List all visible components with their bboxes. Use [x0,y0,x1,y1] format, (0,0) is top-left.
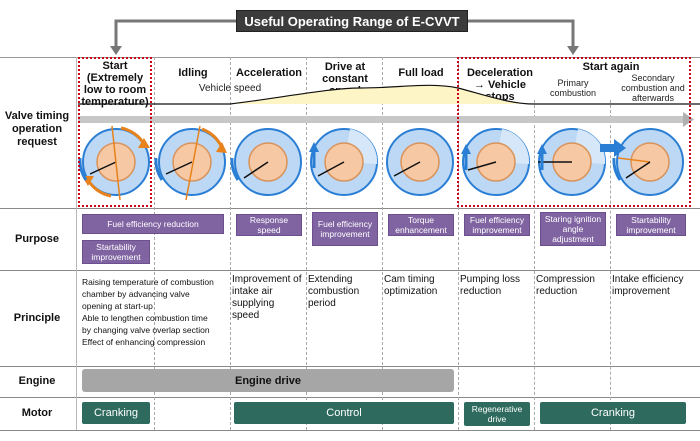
highlight-start-again [457,57,691,207]
grid-row3 [0,366,700,367]
diagram-title: Useful Operating Range of E-CVVT [236,10,468,32]
grid-col0 [76,57,77,430]
valve-timing-disc-icon [230,128,302,196]
valve-timing-disc-icon [154,125,227,201]
purpose-staring-ignition: Staring ignition angle adjustment [540,212,606,246]
principle-primary: Compression reduction [536,274,595,297]
motor-cranking: Cranking [82,402,150,424]
principle-full-load: Cam timing optimization [384,274,438,297]
valve-timing-disc-icon [461,128,530,196]
motor-regenerative-drive: Regenerative drive [464,402,530,426]
principle-decel: Pumping loss reduction [460,274,521,297]
valve-timing-disc-icon [78,125,150,201]
grid-bottom [0,430,700,431]
motor-control: Control [234,402,454,424]
valve-timing-disc-icon [386,128,454,196]
principle-start: Raising temperature of combustion chambe… [82,277,214,347]
principle-acceleration: Improvement of intake air supplying spee… [232,274,302,321]
vehicle-speed-label: Vehicle speed [198,83,262,94]
grid-col6 [534,100,535,430]
grid-col3 [306,57,307,430]
col-acceleration: Acceleration [235,67,303,79]
grid-row4 [0,397,700,398]
row-label-purpose: Purpose [14,233,59,245]
valve-timing-graphics [78,84,700,201]
col-start-again: Start again [582,61,640,73]
grid-col1 [154,57,155,430]
col-secondary: Secondary combustion and afterwards [621,73,685,103]
row-label-engine: Engine [18,375,56,387]
grid-col7 [610,100,611,430]
grid-row1 [0,208,700,209]
purpose-torque-enhancement: Torque enhancement [388,214,454,236]
grid-col2 [230,57,231,430]
grid-top [0,57,700,58]
row-label-motor: Motor [21,407,53,419]
principle-secondary: Intake efficiency improvement [612,274,684,297]
col-primary: Primary combustion [549,78,597,98]
col-idling: Idling [178,67,208,79]
principle-drive: Extending combustion period [308,274,360,309]
grid-col5 [458,57,459,430]
engine-drive-bar: Engine drive [82,369,454,392]
purpose-startability-2: Startability improvement [616,214,686,236]
purpose-fuel-efficiency-improvement-2: Fuel efficiency improvement [464,214,530,236]
purpose-fuel-efficiency-improvement: Fuel efficiency improvement [312,212,378,246]
motor-cranking-2: Cranking [540,402,686,424]
rotation-arrow-icon [600,139,626,157]
highlight-start [78,57,152,207]
row-label-principle: Principle [13,312,61,324]
col-start: Start (Extremely low to room temperature… [81,60,149,108]
col-decel: Deceleration → Vehicle stops [466,67,534,103]
valve-timing-disc-icon [612,128,684,196]
row-label-valve-timing: Valve timing operation request [4,110,70,148]
purpose-response-speed: Response speed [236,214,302,236]
purpose-startability: Startability improvement [82,240,150,264]
purpose-fuel-efficiency-reduction: Fuel efficiency reduction [82,214,224,234]
grid-col4 [382,57,383,430]
grid-row2 [0,270,700,271]
range-arrows [110,19,579,55]
valve-timing-disc-icon [537,128,606,196]
valve-timing-disc-icon [309,128,378,196]
col-full-load: Full load [398,67,444,79]
